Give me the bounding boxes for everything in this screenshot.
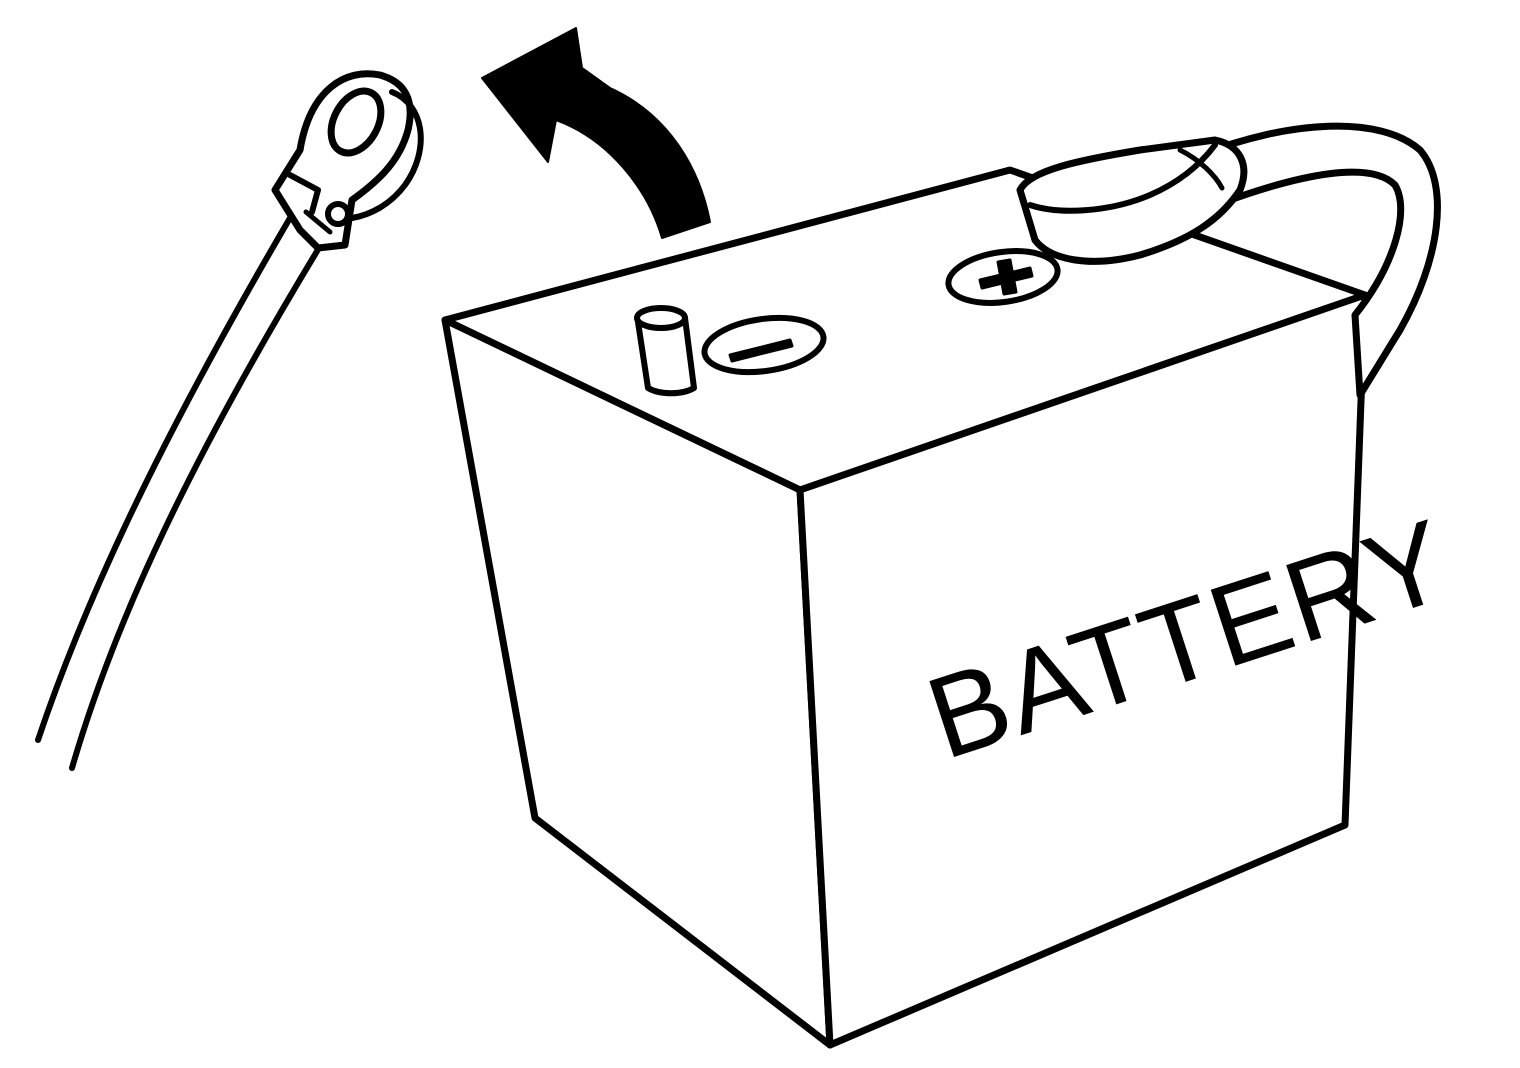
- ring-terminal-icon: [271, 70, 424, 252]
- minus-sign-icon: [728, 338, 794, 363]
- curved-arrow-icon: [481, 27, 711, 239]
- battery-body: [441, 166, 1369, 1049]
- plus-sign-icon: [978, 258, 1034, 296]
- positive-terminal: [945, 122, 1441, 399]
- negative-cable: [35, 70, 424, 771]
- negative-terminal: [634, 305, 827, 397]
